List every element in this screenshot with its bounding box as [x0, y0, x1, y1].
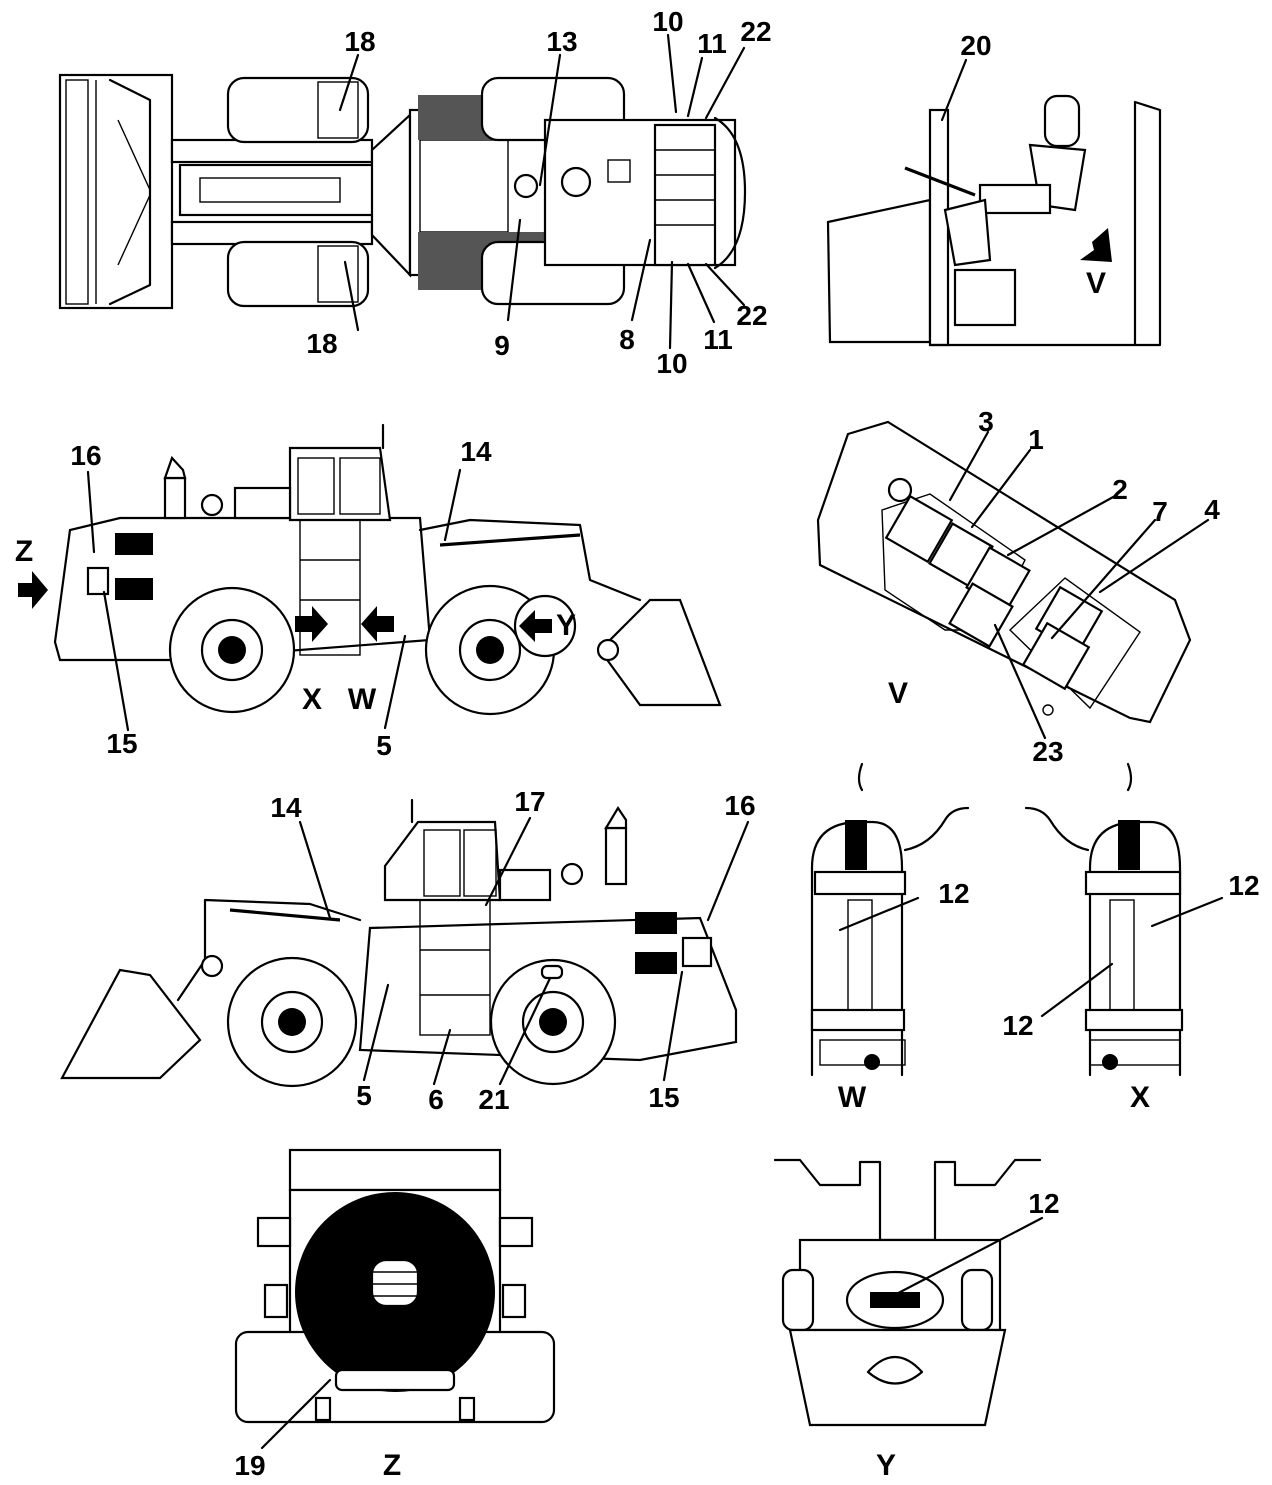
view-marker: X — [301, 683, 323, 716]
callout-label: 16 — [724, 790, 756, 821]
callout-label: 23 — [1032, 736, 1064, 767]
callout-label: 20 — [960, 30, 992, 61]
callout-label: 5 — [376, 730, 392, 761]
callout-label: 15 — [648, 1082, 680, 1113]
view-title: X — [1129, 1081, 1151, 1114]
right-side-machine — [60, 798, 750, 1088]
view-title: Z — [382, 1449, 402, 1482]
callout-label: 18 — [306, 328, 338, 359]
arrow-label: Z — [14, 535, 34, 568]
callout-label: 16 — [70, 440, 102, 471]
callout-label: 18 — [344, 26, 376, 57]
callout-label: 14 — [270, 792, 302, 823]
callout-label: 12 — [1028, 1188, 1060, 1219]
view-title: W — [837, 1081, 867, 1114]
view-title: V — [887, 677, 909, 710]
callout-label: 19 — [234, 1450, 266, 1481]
callout-label: 21 — [478, 1084, 510, 1115]
callout-label: 22 — [736, 300, 768, 331]
callout-label: 9 — [494, 330, 510, 361]
callout-label: 10 — [652, 6, 684, 37]
ladder-view-x — [1024, 762, 1224, 1077]
callout-label: 12 — [1228, 870, 1260, 901]
rear-view-z — [234, 1148, 556, 1450]
callout-label: 5 — [356, 1080, 372, 1111]
callout-label: 17 — [514, 786, 546, 817]
callout-label: 3 — [978, 406, 994, 437]
view-marker: W — [347, 683, 377, 716]
callout-label: 10 — [656, 348, 688, 379]
view-title: Y — [875, 1449, 897, 1482]
cab-view-machine — [826, 58, 1162, 347]
ladder-view-w — [810, 762, 970, 1077]
callout-label: 8 — [619, 324, 635, 355]
callout-label: 6 — [428, 1084, 444, 1115]
callout-label: 14 — [460, 436, 492, 467]
top-view-machine — [58, 33, 747, 350]
arrow-label: Y — [555, 609, 577, 642]
callout-label: 15 — [106, 728, 138, 759]
left-side-machine — [18, 423, 722, 732]
callout-label: 12 — [1002, 1010, 1034, 1041]
callout-label: 2 — [1112, 474, 1128, 505]
console-view-v — [816, 420, 1210, 740]
callout-label: 1 — [1028, 424, 1044, 455]
front-view-y — [773, 1158, 1044, 1427]
callout-label: 12 — [938, 878, 970, 909]
callout-label: 7 — [1152, 496, 1168, 527]
callout-label: 11 — [697, 28, 727, 59]
callout-label: 22 — [740, 16, 772, 47]
callout-label: 4 — [1204, 494, 1220, 525]
callout-label: 13 — [546, 26, 578, 57]
callout-label: 11 — [703, 324, 733, 355]
view-marker: V — [1085, 267, 1107, 300]
